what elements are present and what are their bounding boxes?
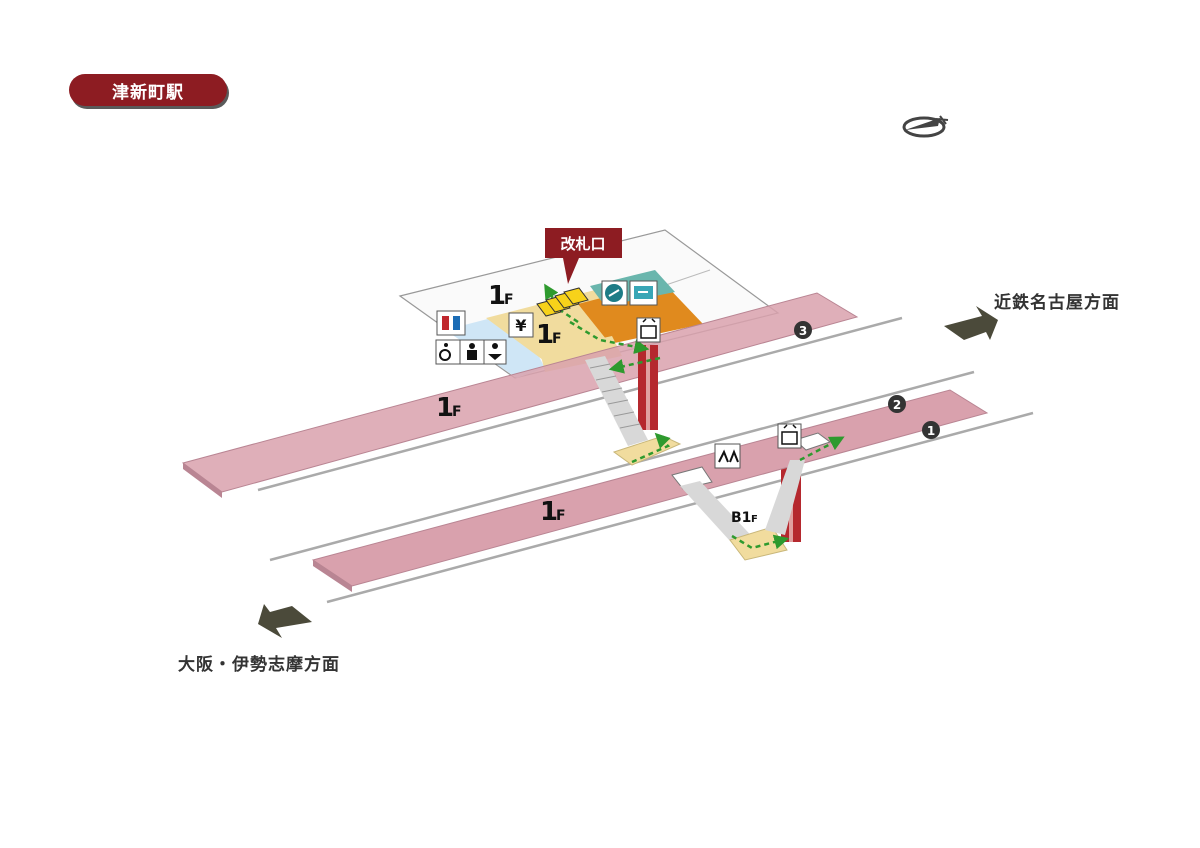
floor-label-platform-1-2: 1 F [540,497,566,527]
rail-lines [257,316,1034,604]
direction-label-osaka: 大阪・伊勢志摩方面 [178,655,340,675]
ticket-gates [536,287,589,317]
arrow-to-nagoya [944,306,998,340]
waiting-room-icon [714,443,741,469]
stairs-south-2 [765,460,805,535]
svg-text:1: 1 [488,281,506,311]
station-name-badge: 津新町駅 [69,74,227,106]
ic-card-icon [629,280,658,306]
underpass-b1 [729,526,788,561]
svg-text:1: 1 [536,320,554,350]
svg-text:B1: B1 [731,510,751,526]
wheelchair-icon [435,339,461,365]
svg-text:F: F [504,292,514,308]
svg-text:3: 3 [799,324,807,338]
stairs-north [585,356,648,446]
ticket-machine-icon: ¥ [508,312,534,338]
svg-text:2: 2 [893,398,901,412]
elevator-shaft-north [638,345,658,430]
direction-label-nagoya: 近鉄名古屋方面 [994,293,1120,313]
elevator-icon [777,423,802,449]
floor-label-b1: B1 F [731,510,758,526]
compass-icon [902,115,949,138]
arrow-to-osaka [258,604,312,638]
platform-number-2: 2 [888,395,906,413]
underpass-landing [612,435,682,466]
svg-text:F: F [452,404,462,420]
svg-text:1: 1 [436,393,454,423]
svg-text:F: F [552,331,562,347]
svg-text:1: 1 [927,424,935,438]
fare-adjustment-icon [601,280,628,306]
ostomate-icon [459,339,485,365]
platform-number-1: 1 [922,421,940,439]
gate-label: 改札口 [560,235,605,253]
floor-label-concourse-b: 1 F [536,320,562,350]
baby-care-icon [483,339,507,365]
svg-text:F: F [556,508,566,524]
gate-callout: 改札口 [545,228,622,284]
svg-text:¥: ¥ [515,316,526,335]
svg-text:F: F [751,514,758,525]
floor-label-platform-3: 1 F [436,393,462,423]
restroom-icon [436,310,466,336]
elevator-icon [636,317,661,343]
floor-label-concourse-a: 1 F [488,281,514,311]
svg-text:1: 1 [540,497,558,527]
platform-number-3: 3 [794,321,812,339]
station-name: 津新町駅 [112,82,184,103]
stairs-south [680,481,760,552]
